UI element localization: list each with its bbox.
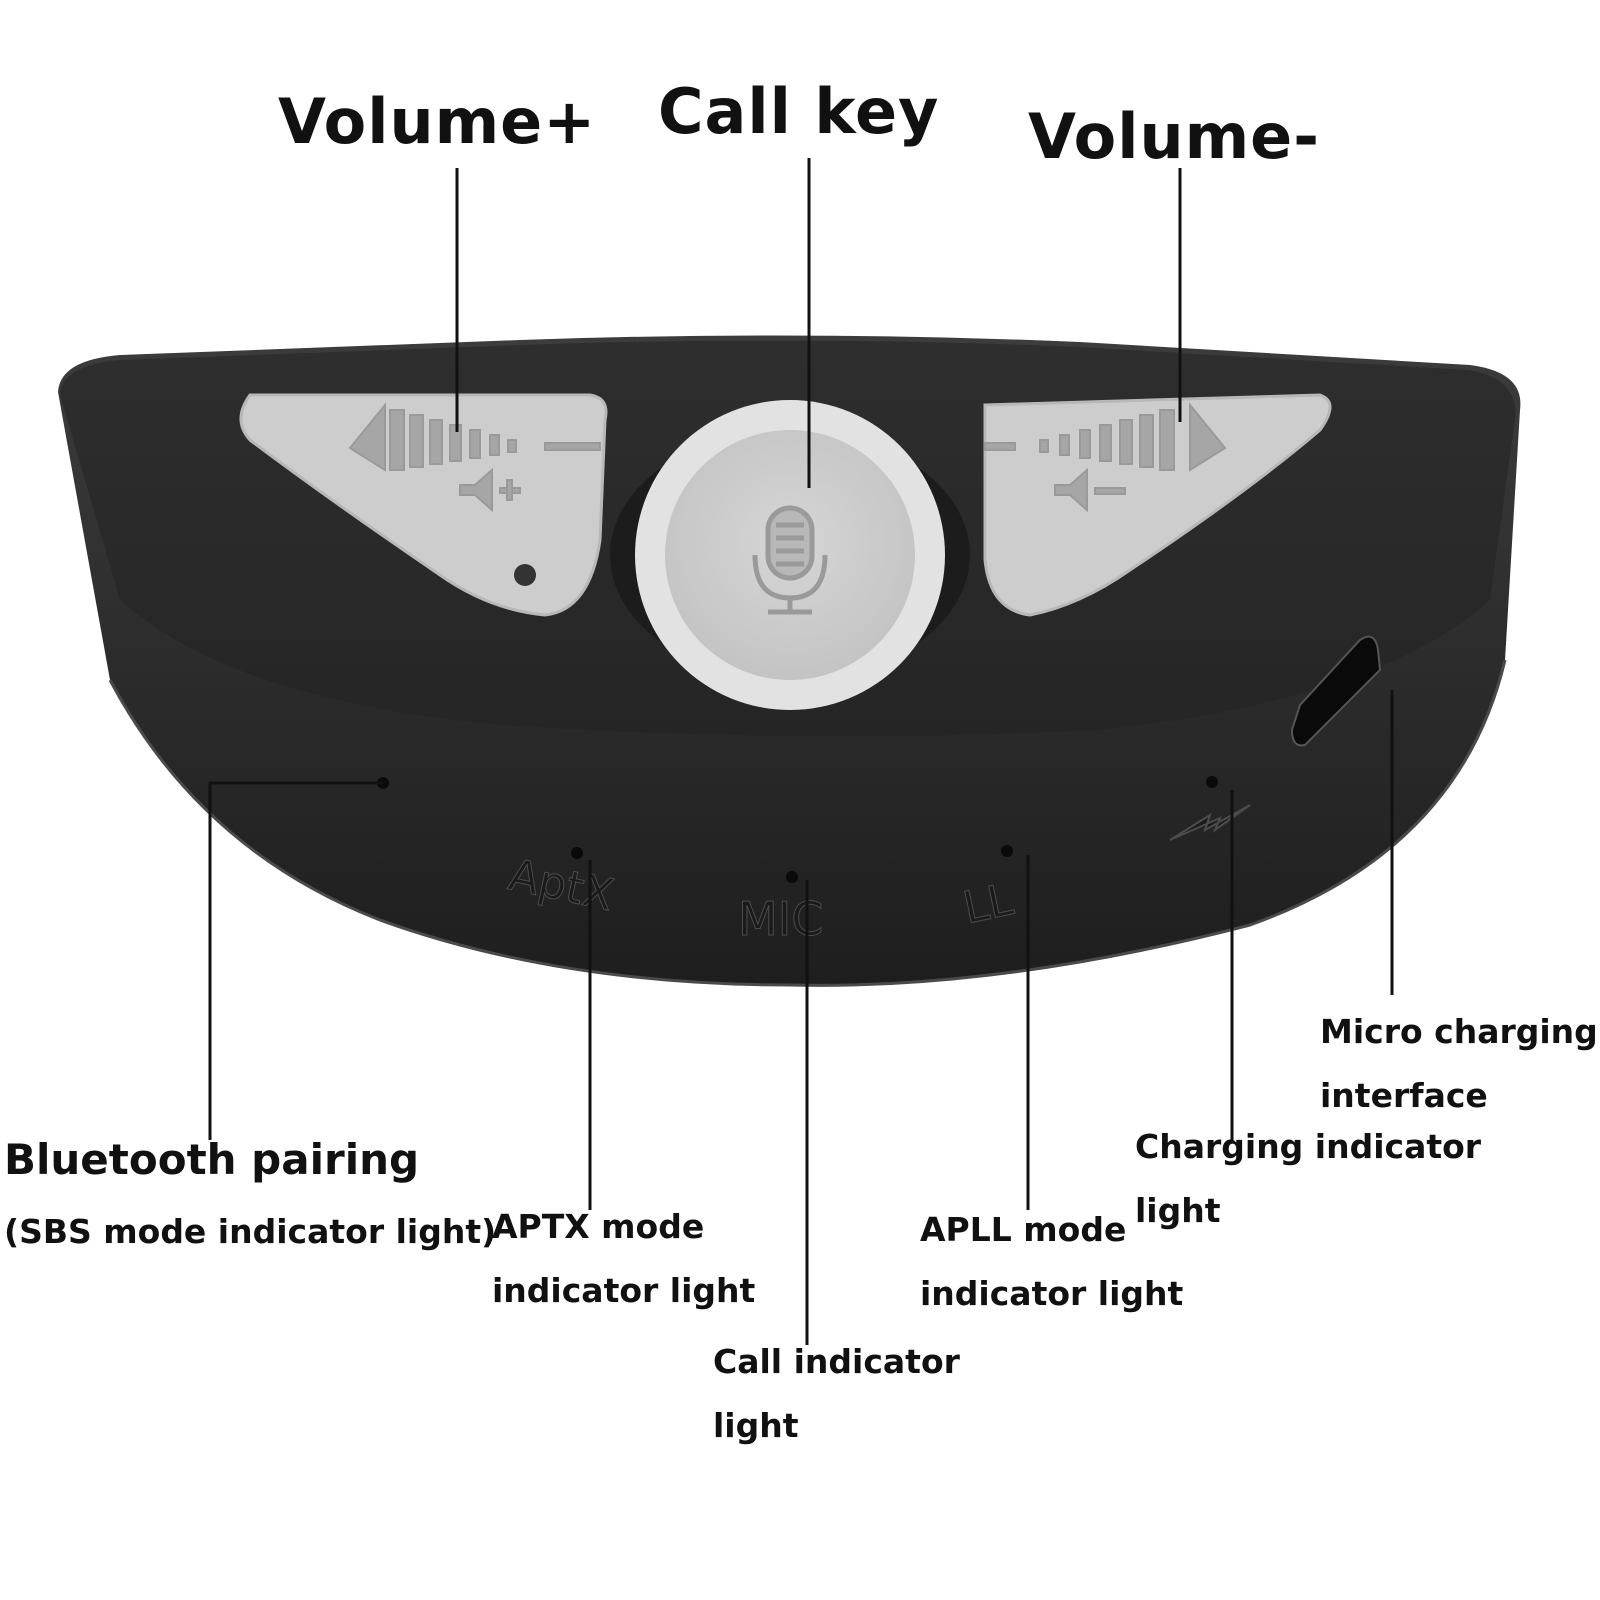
apll-mode-line-1: APLL mode: [920, 1210, 1127, 1249]
marking-ll: LL: [959, 874, 1018, 934]
apll-mode-label: APLL mode indicator light: [920, 1198, 1183, 1326]
aptx-mode-line-2: indicator light: [492, 1271, 756, 1310]
micro-charging-line-1: Micro charging: [1320, 1012, 1598, 1051]
aptx-mode-label: APTX mode indicator light: [492, 1195, 755, 1323]
call-indicator-line-2: light: [713, 1406, 799, 1445]
charging-icon: [1169, 804, 1251, 841]
volume-down-button[interactable]: [983, 393, 1332, 617]
volume-up-icon: [348, 402, 601, 586]
volume-down-label: Volume-: [1028, 100, 1320, 173]
call-indicator-line-1: Call indicator: [713, 1342, 960, 1381]
micro-charging-label: Micro charging interface: [1320, 1000, 1598, 1128]
charging-indicator-line-1: Charging indicator: [1135, 1127, 1482, 1166]
call-indicator-light: [786, 871, 798, 883]
aptx-mode-line-1: APTX mode: [492, 1207, 705, 1246]
aptx-indicator-light: [571, 847, 583, 859]
apll-indicator-light: [1001, 845, 1013, 857]
marking-mic: MIC: [738, 892, 823, 946]
charging-indicator-line-2: light: [1135, 1191, 1221, 1230]
sbs-mode-label: (SBS mode indicator light): [4, 1212, 497, 1251]
volume-up-label: Volume+: [278, 85, 597, 158]
callout-lines: [208, 158, 1394, 1345]
charging-indicator-label: Charging indicator light: [1135, 1115, 1481, 1243]
bluetooth-pairing-label: Bluetooth pairing: [4, 1135, 420, 1184]
microphone-icon: [752, 505, 828, 615]
volume-down-icon: [984, 402, 1227, 513]
apll-mode-line-2: indicator light: [920, 1274, 1184, 1313]
micro-charging-port: [1290, 635, 1382, 747]
call-key-label: Call key: [658, 75, 940, 148]
micro-charging-line-2: interface: [1320, 1076, 1488, 1115]
charging-indicator-light: [1206, 776, 1218, 788]
call-indicator-label: Call indicator light: [713, 1330, 960, 1458]
